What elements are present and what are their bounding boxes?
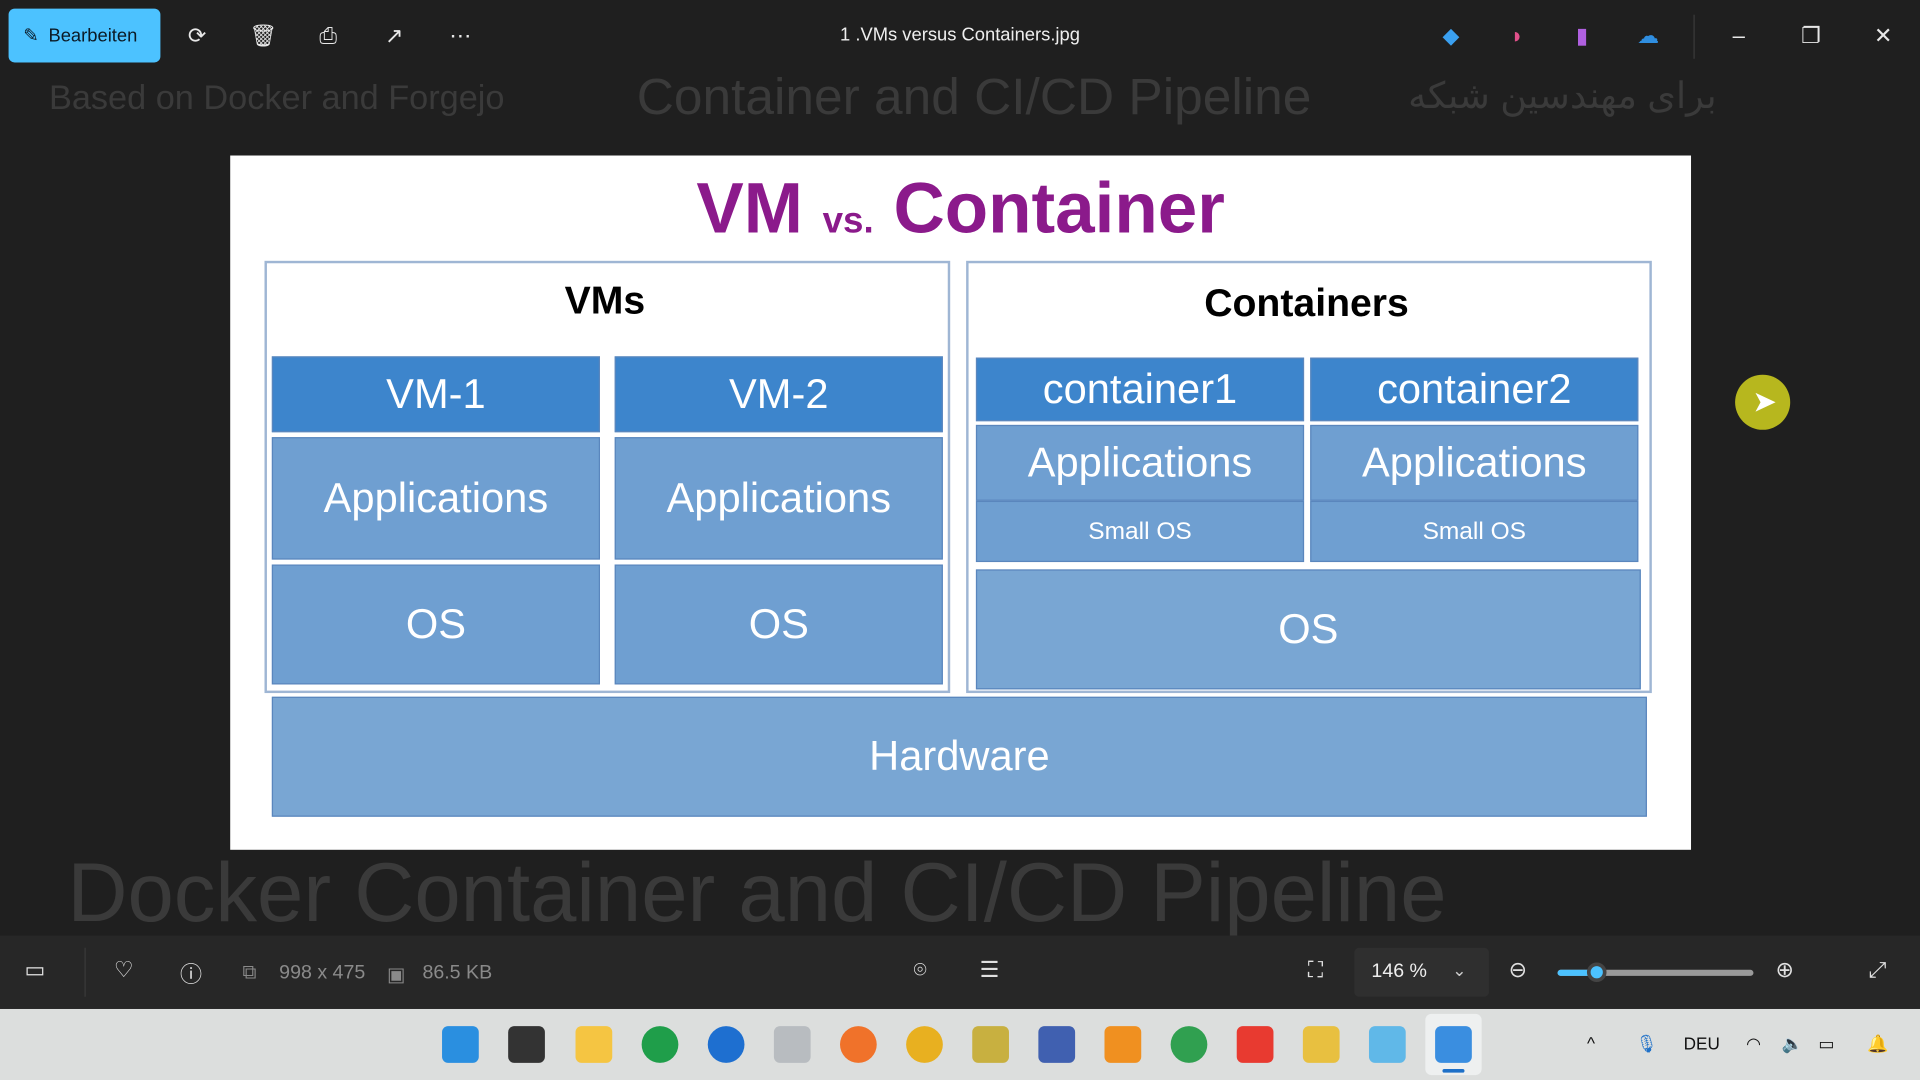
- delete-button[interactable]: 🗑: [249, 22, 278, 48]
- zoom-level: 146 %: [1371, 961, 1427, 983]
- window-title: 1 .VMs versus Containers.jpg: [840, 24, 1080, 46]
- vm2-os: OS: [614, 564, 943, 685]
- cursor-highlight: [1735, 374, 1791, 430]
- active-indicator: [1442, 1068, 1465, 1073]
- thunderbird-icon[interactable]: [707, 1026, 745, 1063]
- vm2-applications: Applications: [614, 437, 943, 560]
- wifi-icon[interactable]: ◠: [1746, 1033, 1762, 1054]
- hardware-block: Hardware: [271, 696, 1647, 817]
- file-explorer-icon[interactable]: [575, 1026, 613, 1063]
- zoom-dropdown[interactable]: 146 % ⌄: [1354, 947, 1489, 997]
- zoom-slider-thumb[interactable]: [1586, 962, 1607, 983]
- chrome-icon[interactable]: [906, 1026, 943, 1063]
- onedrive-icon[interactable]: ☁: [1637, 22, 1660, 48]
- zoom-slider[interactable]: [1557, 962, 1754, 983]
- fullscreen-button[interactable]: ⤢: [1868, 957, 1887, 983]
- edit-button[interactable]: ✎Bearbeiten: [8, 8, 161, 63]
- zoom-slider-fill: [1557, 969, 1597, 976]
- status-bar: ▭ ♡ ⓘ ⧉ 998 x 475 ▣ 86.5 KB ⌾ ☰ ⛶ 146 % …: [0, 935, 1920, 1009]
- zoom-in-button[interactable]: ⊕: [1775, 957, 1794, 983]
- background-text: Docker Container and CI/CD Pipeline: [67, 846, 1447, 940]
- favorite-button[interactable]: ♡: [113, 957, 134, 983]
- vm1-applications: Applications: [271, 437, 601, 560]
- vms-header: VMs: [564, 277, 646, 323]
- vm1-block: VM-1: [271, 356, 601, 433]
- container2-small-os: Small OS: [1310, 500, 1639, 563]
- image-dimensions: 998 x 475: [279, 962, 366, 984]
- text-extract-button[interactable]: ☰: [979, 957, 1000, 983]
- show-hidden-icons-button[interactable]: ^: [1586, 1033, 1595, 1054]
- anydesk-icon[interactable]: [1236, 1026, 1274, 1063]
- close-button[interactable]: ✕: [1874, 22, 1893, 48]
- app-icon[interactable]: [972, 1026, 1009, 1063]
- chrome-profile-icon[interactable]: [1170, 1026, 1208, 1063]
- file-size: 86.5 KB: [422, 962, 493, 984]
- container2-block: container2: [1310, 357, 1639, 422]
- container-host-os: OS: [975, 569, 1641, 690]
- whatsapp-icon[interactable]: [641, 1026, 679, 1063]
- battery-icon[interactable]: ▭: [1818, 1033, 1835, 1054]
- photos-icon: [1435, 1026, 1472, 1063]
- clipchamp-icon[interactable]: ▮: [1575, 22, 1589, 48]
- filmstrip-button[interactable]: ▭: [24, 957, 46, 983]
- more-button[interactable]: ⋯: [449, 22, 472, 48]
- copilot-icon[interactable]: ◗: [1510, 22, 1524, 48]
- background-text: Container and CI/CD Pipeline: [636, 67, 1312, 125]
- designer-icon[interactable]: ◆: [1442, 22, 1460, 48]
- language-indicator[interactable]: DEU: [1683, 1033, 1720, 1054]
- firefox-icon[interactable]: [840, 1026, 877, 1063]
- visual-search-button[interactable]: ⌾: [913, 957, 927, 983]
- volume-icon[interactable]: 🔈: [1781, 1033, 1803, 1054]
- edit-icon: ✎: [23, 25, 39, 47]
- vm1-os: OS: [271, 564, 601, 685]
- info-button[interactable]: ⓘ: [180, 962, 203, 987]
- notification-bell-icon[interactable]: 🔔: [1867, 1033, 1889, 1054]
- app-icon[interactable]: [773, 1026, 811, 1063]
- fit-window-button[interactable]: ⛶: [1307, 957, 1324, 983]
- start-icon[interactable]: [442, 1026, 479, 1063]
- chevron-down-icon: ⌄: [1452, 960, 1467, 980]
- container1-applications: Applications: [975, 424, 1305, 501]
- network-app-icon[interactable]: [1038, 1026, 1076, 1063]
- slide-title: VM vs. Container: [696, 168, 1225, 249]
- restore-button[interactable]: ❐: [1801, 22, 1821, 48]
- divider: [84, 947, 86, 997]
- dimensions-icon: ⧉: [242, 962, 257, 984]
- share-button[interactable]: ↗: [385, 22, 404, 48]
- filesize-icon: ▣: [386, 964, 406, 986]
- container1-small-os: Small OS: [975, 500, 1305, 563]
- minimize-button[interactable]: –: [1732, 22, 1745, 48]
- background-text: برای مهندسین شبکه: [1408, 75, 1717, 117]
- containers-header: Containers: [1204, 280, 1409, 325]
- print-button[interactable]: ⎙: [319, 22, 337, 48]
- divider: [1693, 14, 1695, 59]
- image-viewer-canvas: VM vs. Container VMs Containers VM-1 App…: [230, 155, 1692, 850]
- container1-block: container1: [975, 357, 1305, 422]
- microphone-icon[interactable]: 🎙: [1635, 1033, 1658, 1054]
- notepad-icon[interactable]: [1368, 1026, 1406, 1063]
- mouse-cursor-icon: ➤: [1752, 385, 1777, 419]
- photos-taskbar-button[interactable]: [1425, 1013, 1482, 1076]
- zoom-out-button[interactable]: ⊖: [1508, 957, 1528, 983]
- task-view-icon[interactable]: [508, 1026, 545, 1063]
- taskbar: ^ 🎙 DEU ◠ 🔈 ▭ 🔔: [0, 1008, 1920, 1080]
- background-text: Based on Docker and Forgejo: [48, 78, 505, 117]
- container2-applications: Applications: [1310, 424, 1639, 501]
- sticky-notes-icon[interactable]: [1302, 1026, 1340, 1063]
- terminal-icon[interactable]: [1104, 1026, 1142, 1063]
- rotate-button[interactable]: ⟳: [187, 22, 207, 48]
- vm2-block: VM-2: [614, 356, 943, 433]
